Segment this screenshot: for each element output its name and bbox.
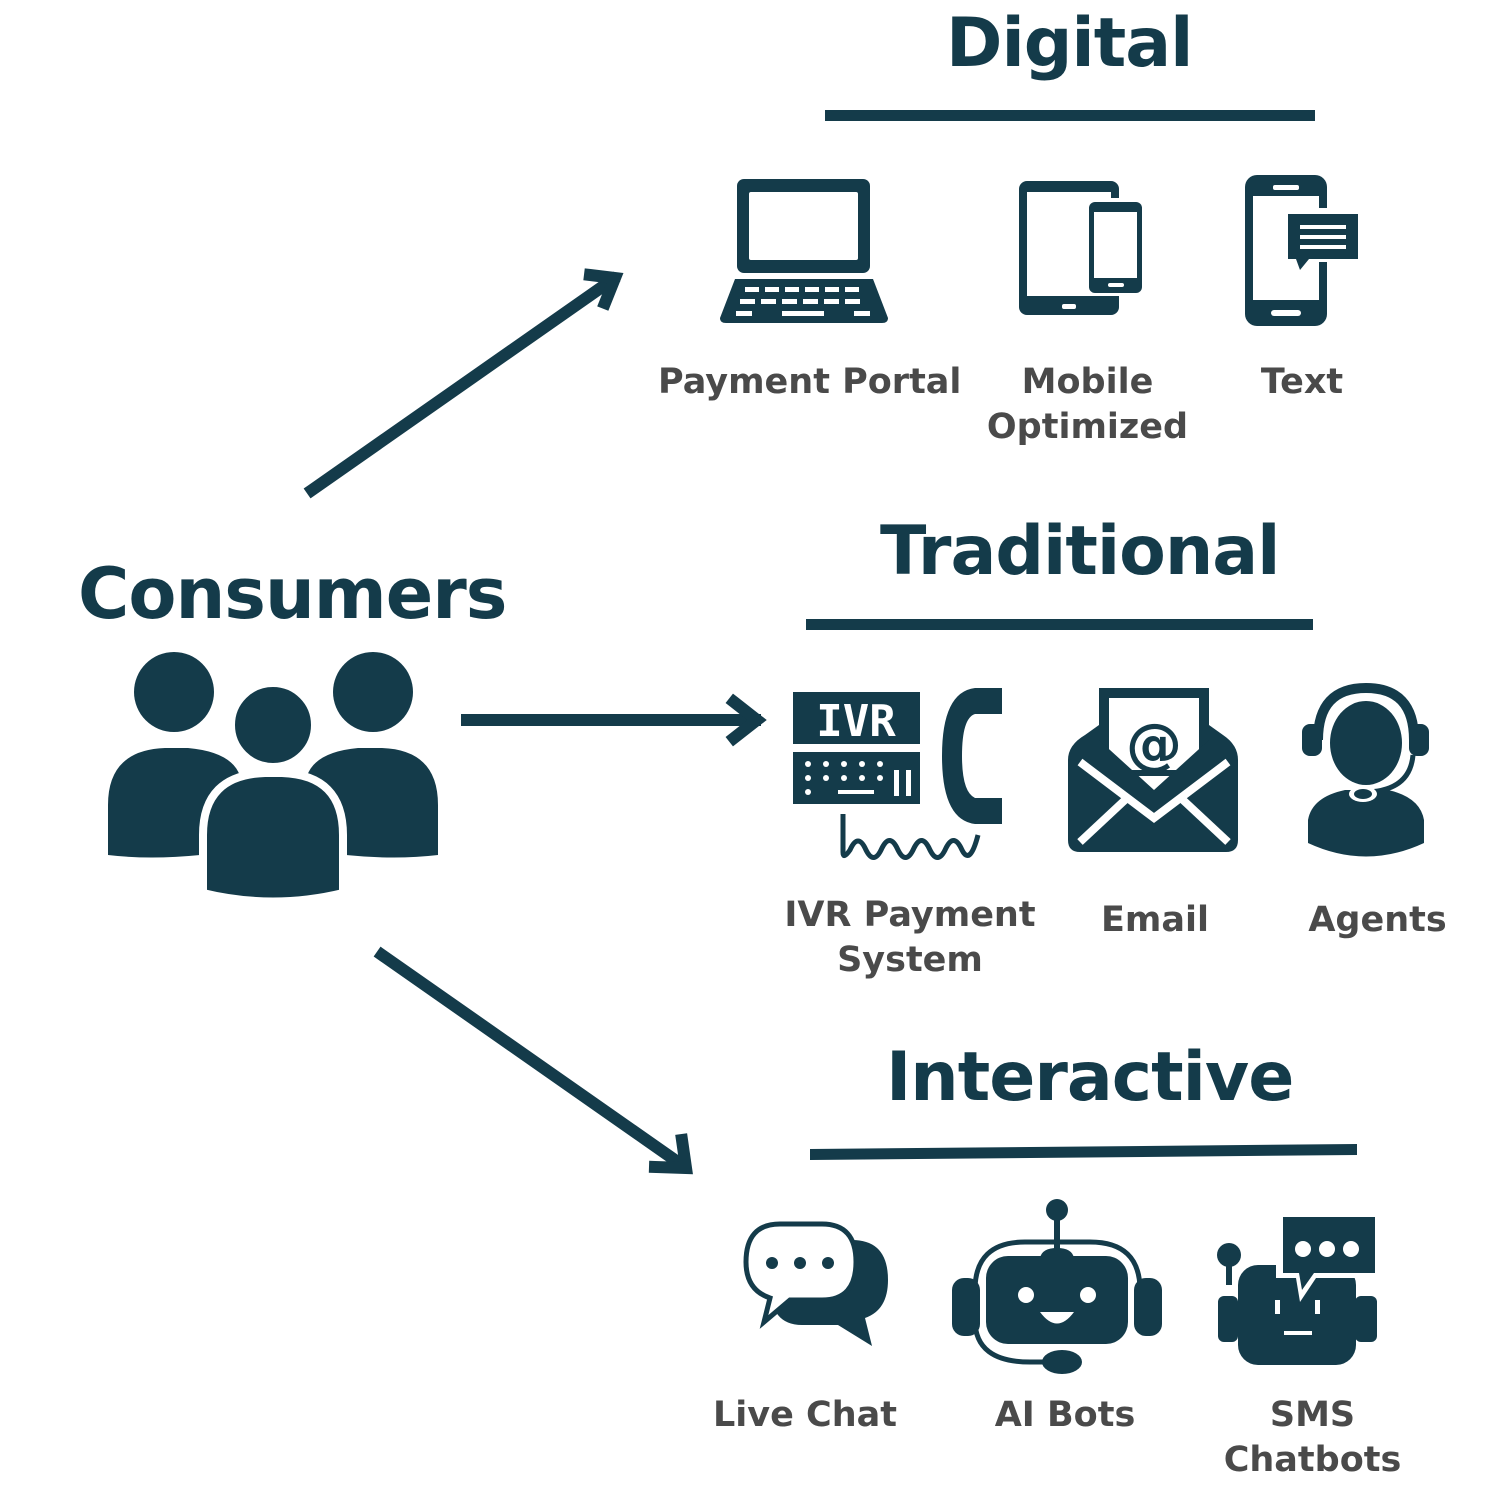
live-chat-label: Live Chat bbox=[713, 1395, 897, 1435]
sms-chatbots-label-line2: Chatbots bbox=[1223, 1440, 1402, 1480]
digital-heading: Digital bbox=[946, 4, 1193, 83]
agents-label: Agents bbox=[1308, 900, 1447, 940]
traditional-heading: Traditional bbox=[880, 512, 1280, 591]
people-group-icon bbox=[108, 652, 438, 906]
mobile-optimized-label-line2: Optimized bbox=[986, 407, 1189, 447]
interactive-underline bbox=[810, 1144, 1357, 1160]
sms-chatbot-icon bbox=[1217, 1212, 1380, 1365]
phone-message-icon bbox=[1245, 175, 1360, 326]
digital-underline bbox=[825, 110, 1315, 121]
arrow-to-interactive bbox=[373, 946, 693, 1175]
ivr-phone-icon: IVR bbox=[793, 688, 1002, 860]
arrow-to-digital bbox=[303, 268, 624, 499]
ivr-payment-system-label-line1: IVR Payment bbox=[784, 895, 1036, 935]
traditional-underline bbox=[806, 619, 1313, 630]
chat-bubbles-icon bbox=[743, 1221, 888, 1346]
arrow-to-traditional bbox=[461, 693, 767, 747]
email-icon-text: @ bbox=[1126, 712, 1182, 777]
tablet-phone-icon bbox=[1019, 181, 1145, 315]
interactive-heading: Interactive bbox=[886, 1038, 1294, 1117]
ivr-icon-text: IVR bbox=[816, 696, 896, 747]
sms-chatbots-label-line1: SMS bbox=[1269, 1395, 1356, 1435]
payment-portal-label: Payment Portal bbox=[658, 362, 962, 402]
mobile-optimized-label-line1: Mobile bbox=[1021, 362, 1154, 402]
ivr-payment-system-label-line2: System bbox=[837, 940, 983, 980]
consumers-title: Consumers bbox=[78, 553, 507, 635]
text-label: Text bbox=[1260, 362, 1344, 402]
agent-headset-icon bbox=[1302, 682, 1429, 857]
ivr-payment-system-label: IVR Payment System bbox=[775, 893, 1045, 983]
email-icon: @ bbox=[1068, 688, 1238, 852]
sms-chatbots-label: SMS Chatbots bbox=[1205, 1393, 1420, 1483]
laptop-icon bbox=[720, 179, 888, 323]
ai-bots-label: AI Bots bbox=[994, 1395, 1136, 1435]
mobile-optimized-label: Mobile Optimized bbox=[960, 360, 1215, 450]
robot-icon bbox=[952, 1199, 1162, 1374]
email-label: Email bbox=[1101, 900, 1209, 940]
